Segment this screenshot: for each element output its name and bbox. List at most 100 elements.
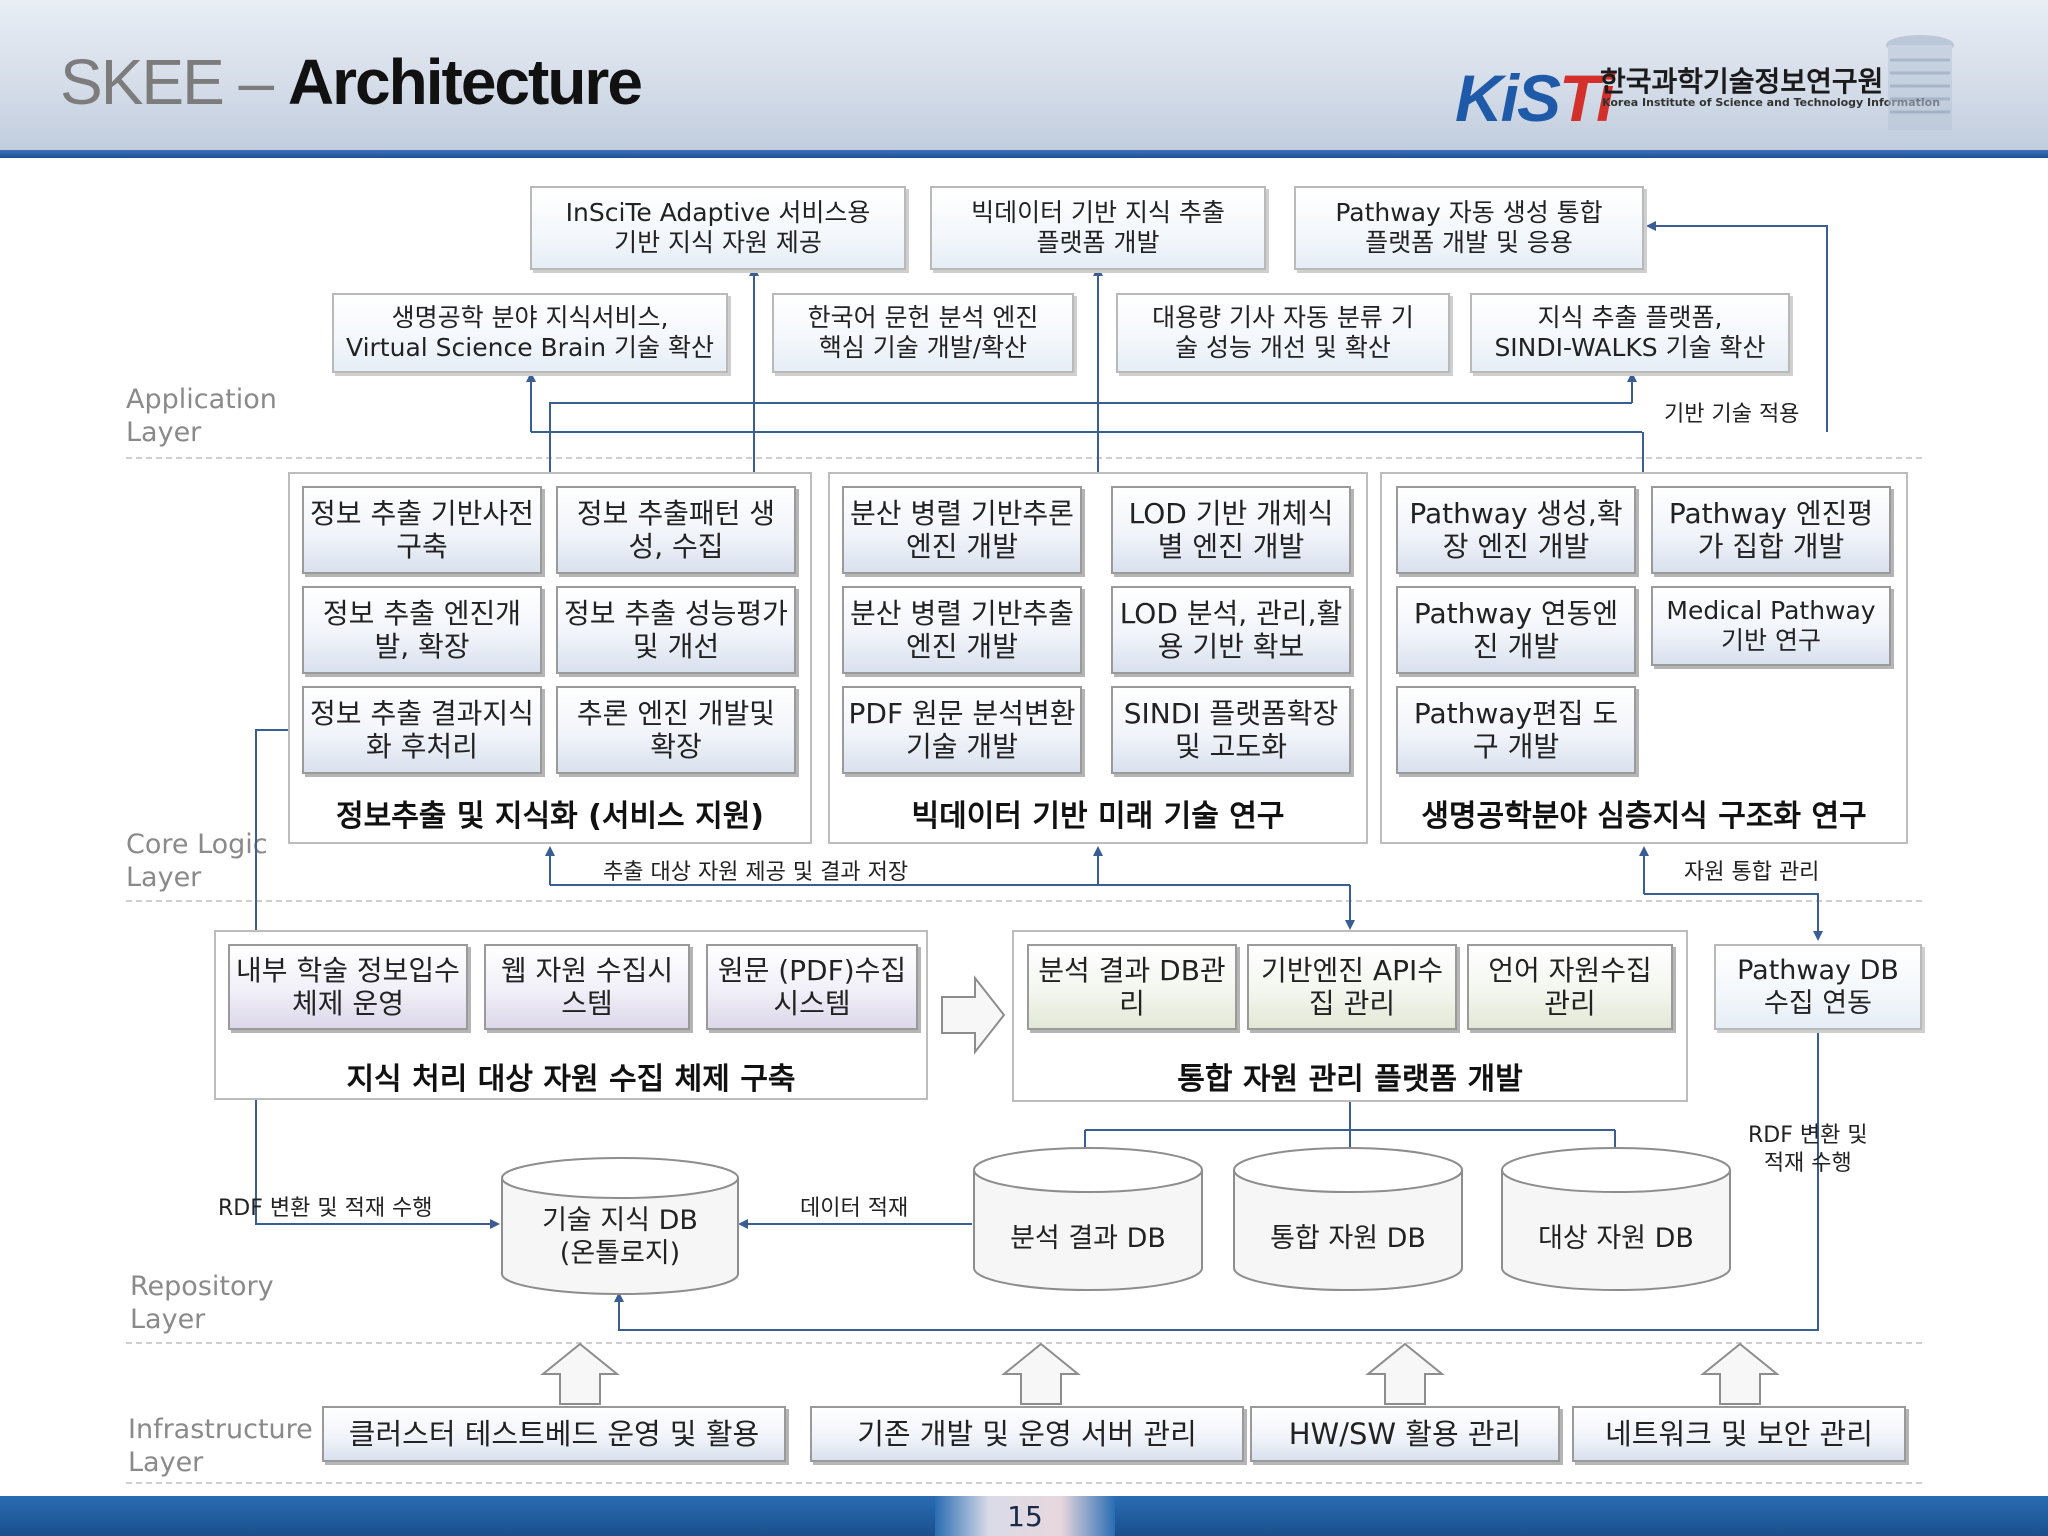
- collection-cell: 원문 (PDF)수집 시스템: [706, 944, 918, 1030]
- layer-separator: [126, 1482, 1922, 1484]
- cell-line: LOD 분석, 관리,: [1119, 597, 1317, 630]
- cell-line: 패턴 생성, 수집: [628, 497, 776, 563]
- cell-line: 확장 엔진 개발: [1442, 497, 1623, 563]
- cell-line: 언어 자원: [1488, 954, 1601, 987]
- infra-server-box: 기존 개발 및 운영 서버 관리: [810, 1406, 1244, 1462]
- layer-label-repository: Repository Layer: [130, 1270, 274, 1336]
- note-rdf-right: RDF 변환 및 적재 수행: [1748, 1122, 1868, 1178]
- knowledge-db-cylinder: 기술 지식 DB (온톨로지): [502, 1204, 738, 1270]
- core-cell: Pathway 연동엔진 개발: [1396, 586, 1636, 674]
- cell-line: 관리: [1119, 954, 1226, 1020]
- layer-separator: [126, 1342, 1922, 1344]
- cell-line: PDF 원문 분석: [848, 697, 1024, 730]
- app-spread-biotech-box: 생명공학 분야 지식서비스,Virtual Science Brain 기술 확…: [332, 293, 728, 373]
- box-line: 빅데이터 기반 지식 추출: [971, 198, 1225, 227]
- cell-line: 정보 추출 성능: [564, 597, 737, 630]
- core-cell: Pathway편집 도구 개발: [1396, 686, 1636, 774]
- cell-line: LOD 기반 개체: [1128, 497, 1308, 530]
- infra-cluster-box: 클러스터 테스트베드 운영 및 활용: [322, 1406, 786, 1462]
- header-rule: [0, 150, 2048, 158]
- logo-korean-name: 한국과학기술정보연구원: [1600, 65, 1884, 98]
- cell-line: 식별 엔진 개발: [1157, 497, 1334, 563]
- box-line: 플랫폼 개발 및 응용: [1365, 228, 1573, 257]
- core-cell: 정보 추출 결과지식화 후처리: [302, 686, 542, 774]
- title-prefix: SKEE –: [60, 46, 274, 118]
- cell-line: 활용 기반 확보: [1157, 597, 1343, 663]
- cell-line: 정보 추출 기반: [310, 497, 483, 530]
- core-cell: SINDI 플랫폼확장 및 고도화: [1111, 686, 1351, 774]
- analysis-db-cylinder: 분석 결과 DB: [1010, 1223, 1166, 1254]
- cell-line: 추론 엔진 개발: [906, 497, 1074, 563]
- building-icon: [1886, 35, 1954, 130]
- cell-line: 정보 추출 결과: [310, 697, 483, 730]
- core-cell: 정보 추출 엔진개발, 확장: [302, 586, 542, 674]
- infra-hwsw-box: HW/SW 활용 관리: [1250, 1406, 1560, 1462]
- cell-line: 개발, 확장: [374, 597, 522, 663]
- target-db-cylinder: 대상 자원 DB: [1538, 1223, 1694, 1254]
- slide-title: SKEE – Architecture: [60, 45, 643, 119]
- note-supply: 추출 대상 자원 제공 및 결과 저장: [603, 860, 909, 885]
- core-cell: LOD 분석, 관리,활용 기반 확보: [1111, 586, 1351, 674]
- layer-label-line: Layer: [126, 862, 202, 893]
- cell-line: 분산 병렬 기반: [850, 497, 1023, 530]
- cell-line: 수집 관리: [1308, 954, 1443, 1020]
- core-panel-title: 생명공학분야 심층지식 구조화 연구: [1421, 799, 1867, 834]
- cell-line: 기반 연구: [1721, 626, 1821, 655]
- platform-cell: 언어 자원수집 관리: [1467, 944, 1673, 1030]
- core-cell: 추론 엔진 개발및 확장: [556, 686, 796, 774]
- cell-line: 수집 관리: [1544, 954, 1652, 1020]
- core-cell: 분산 병렬 기반추론 엔진 개발: [842, 486, 1082, 574]
- layer-label-line: Infrastructure: [128, 1414, 313, 1445]
- cell-line: 엔진 개발: [1472, 597, 1619, 663]
- core-cell: Pathway 엔진평가 집합 개발: [1651, 486, 1891, 574]
- cell-line: 기반엔진 API: [1260, 954, 1418, 987]
- db-label: 기술 지식 DB: [542, 1205, 698, 1236]
- core-cell: Medical Pathway기반 연구: [1651, 586, 1891, 666]
- core-cell: 정보 추출패턴 생성, 수집: [556, 486, 796, 574]
- cell-line: 입수 체제 운영: [292, 954, 460, 1020]
- title-main: Architecture: [287, 46, 643, 118]
- cell-line: 지식화 후처리: [366, 697, 534, 763]
- box-line: 지식 추출 플랫폼,: [1537, 303, 1723, 332]
- core-panel-title: 빅데이터 기반 미래 기술 연구: [911, 799, 1285, 834]
- box-line: 수집 연동: [1764, 988, 1872, 1019]
- box-line: 대용량 기사 자동 분류 기: [1152, 303, 1414, 332]
- core-cell: 분산 병렬 기반추출 엔진 개발: [842, 586, 1082, 674]
- cell-line: 정보 추출 엔진: [322, 597, 496, 630]
- logo-english-name: Korea Institute of Science and Technolog…: [1602, 96, 1941, 109]
- cell-line: 분석 결과 DB: [1038, 954, 1200, 987]
- cell-line: Pathway 생성,: [1409, 497, 1597, 530]
- page-number: 15: [1007, 1500, 1043, 1533]
- cell-line: Pathway: [1413, 697, 1532, 730]
- note-rdf-left: RDF 변환 및 적재 수행: [218, 1196, 433, 1221]
- collection-cell: 내부 학술 정보입수 체제 운영: [228, 944, 468, 1030]
- layer-separator: [126, 900, 1922, 902]
- cell-line: 웹 자원 수집: [500, 954, 648, 987]
- cell-line: 내부 학술 정보: [236, 954, 409, 987]
- slide-header-band: [0, 0, 2048, 155]
- cell-line: 사전 구축: [396, 497, 534, 563]
- box-line: SINDI-WALKS 기술 확산: [1494, 333, 1766, 362]
- integrated-db-cylinder: 통합 자원 DB: [1270, 1223, 1426, 1254]
- box-line: 술 성능 개선 및 확산: [1175, 333, 1391, 362]
- platform-cell: 기반엔진 API수집 관리: [1247, 944, 1457, 1030]
- cell-line: 수집 시스템: [773, 954, 907, 1020]
- box-line: Virtual Science Brain 기술 확산: [346, 333, 714, 362]
- cell-line: 정보 추출: [576, 497, 689, 530]
- core-cell: PDF 원문 분석변환 기술 개발: [842, 686, 1082, 774]
- cell-line: 추출 엔진 개발: [906, 597, 1074, 663]
- cell-line: 시스템: [561, 954, 674, 1020]
- layer-label-line: Layer: [126, 417, 202, 448]
- note-data-load: 데이터 적재: [800, 1196, 909, 1221]
- layer-label-line: Layer: [128, 1447, 204, 1478]
- layer-label-line: Application: [126, 384, 277, 415]
- note-integration: 자원 통합 관리: [1684, 860, 1820, 885]
- box-line: 핵심 기술 개발/확산: [818, 333, 1028, 362]
- box-line: InSciTe Adaptive 서비스용: [565, 198, 871, 227]
